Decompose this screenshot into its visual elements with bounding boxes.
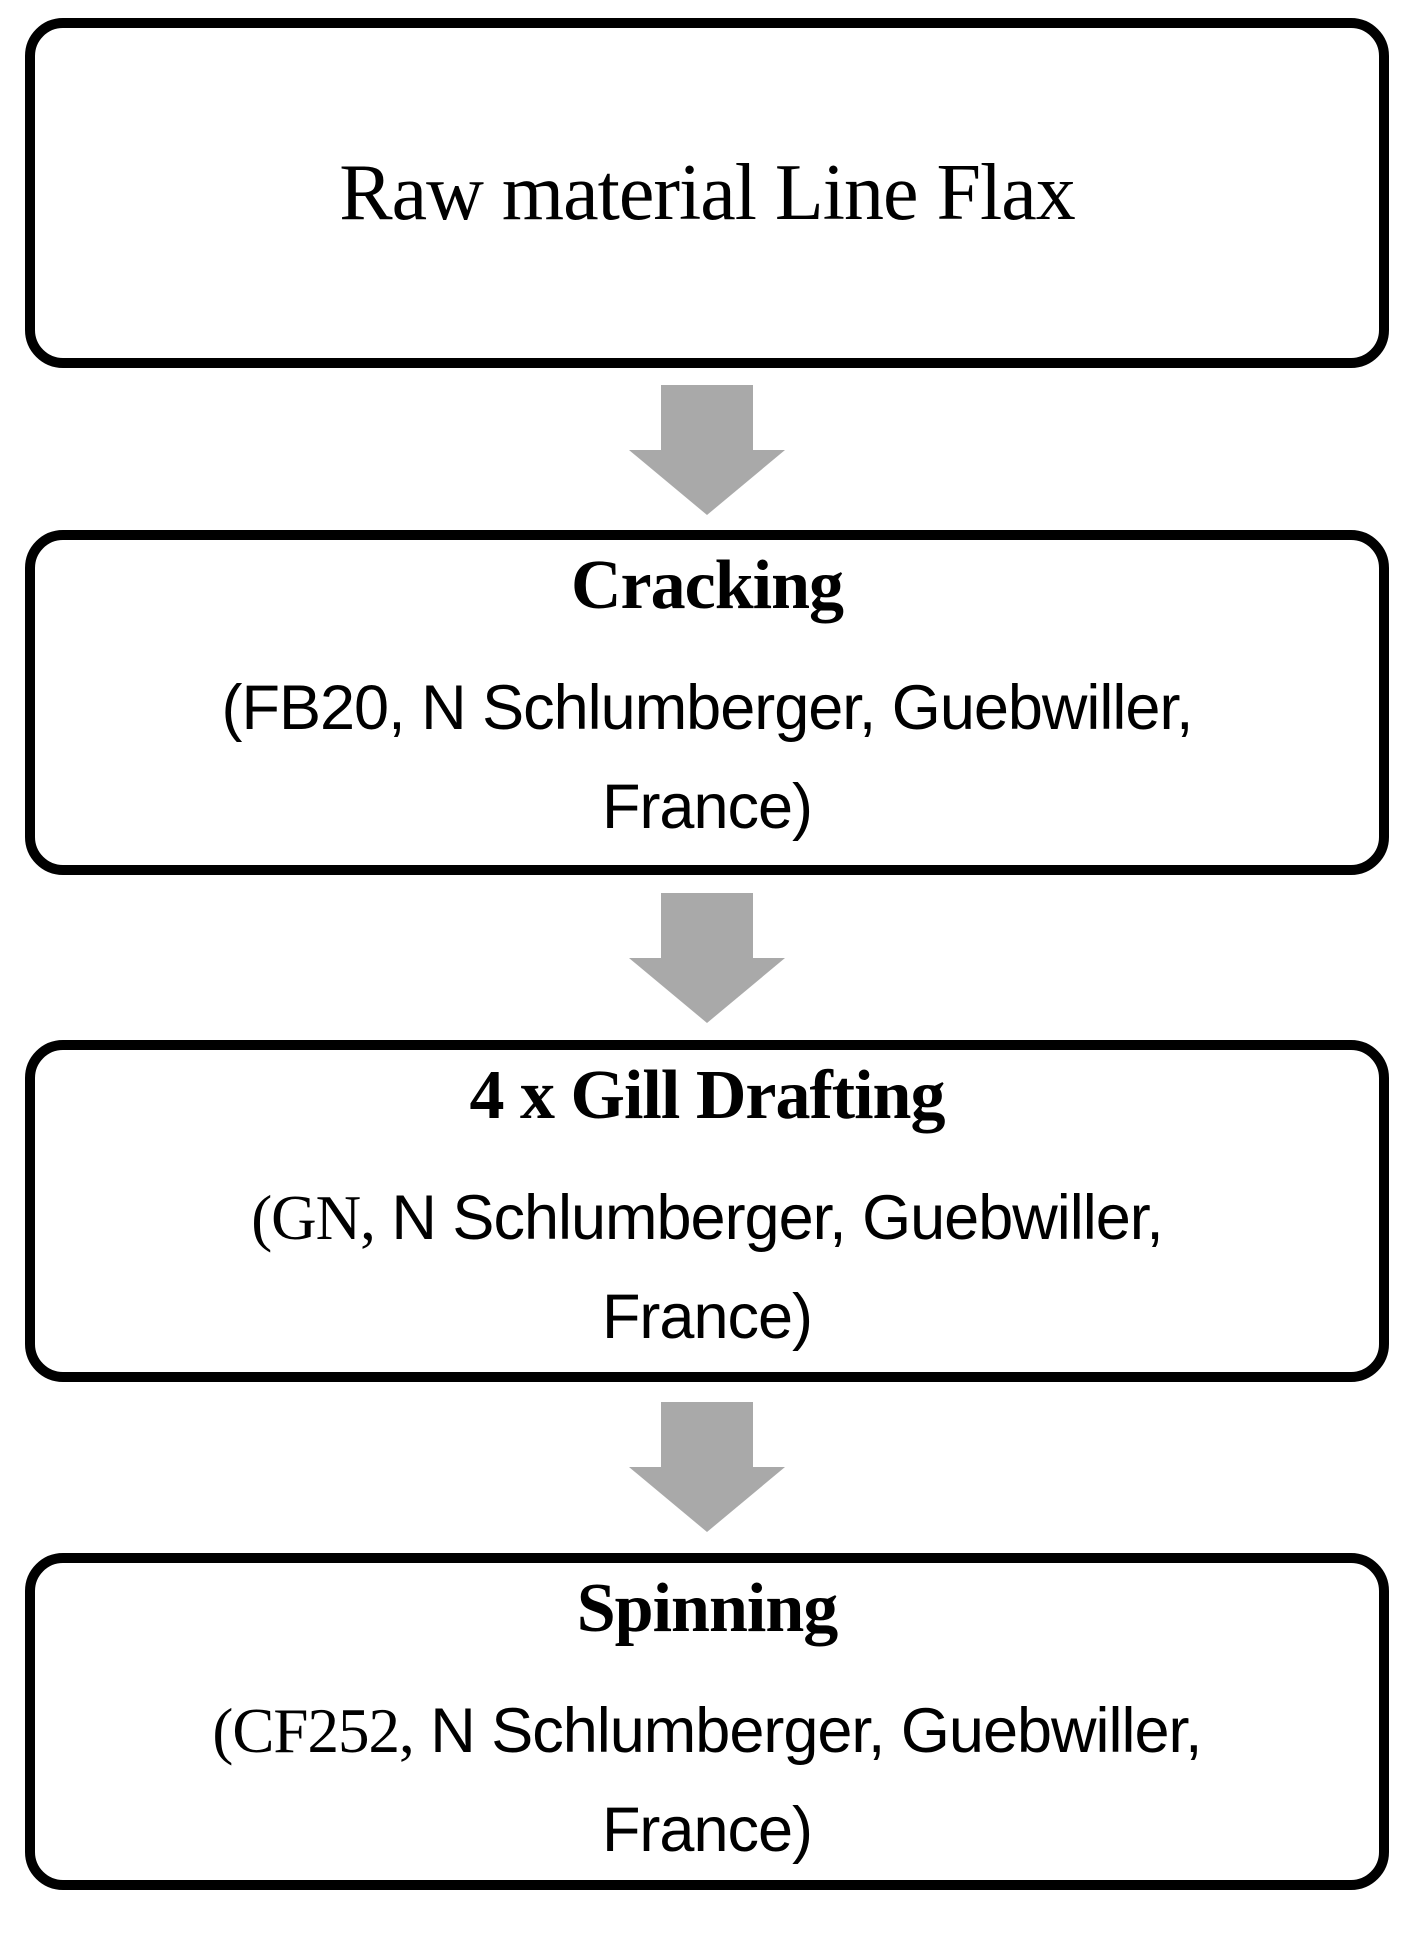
box-subtitle-line-1: (GN, N Schlumberger, Guebwiller,: [251, 1169, 1164, 1269]
arrow-stem: [661, 1402, 753, 1467]
arrow-head: [629, 958, 785, 1023]
box-title: Cracking: [571, 547, 844, 624]
machine-maker: N Schlumberger, Guebwiller,: [374, 1182, 1163, 1253]
down-arrow-icon: [0, 1402, 1414, 1532]
machine-code: (GN,: [251, 1182, 376, 1253]
arrow-head: [629, 1467, 785, 1532]
down-arrow-icon: [0, 893, 1414, 1023]
process-flow: Raw material Line Flax Cracking (FB20, N…: [0, 18, 1414, 1890]
box-subtitle: (FB20, N Schlumberger, Guebwiller, Franc…: [221, 659, 1194, 858]
arrow-head: [629, 450, 785, 515]
flow-box-cracking: Cracking (FB20, N Schlumberger, Guebwill…: [25, 530, 1389, 875]
box-subtitle-line-2: France): [601, 1282, 813, 1353]
box-subtitle: (CF252, N Schlumberger, Guebwiller, Fran…: [212, 1682, 1202, 1881]
machine-maker: N Schlumberger, Guebwiller,: [413, 1695, 1202, 1766]
box-title: Raw material Line Flax: [339, 149, 1076, 237]
flow-box-gill-drafting: 4 x Gill Drafting (GN, N Schlumberger, G…: [25, 1040, 1389, 1382]
box-subtitle-line-1: (CF252, N Schlumberger, Guebwiller,: [212, 1682, 1202, 1782]
box-subtitle-line-2: France): [601, 772, 813, 843]
flow-box-raw-material: Raw material Line Flax: [25, 18, 1389, 368]
machine-code: (CF252,: [212, 1695, 414, 1766]
machine-maker: N Schlumberger, Guebwiller,: [404, 672, 1193, 743]
box-title: 4 x Gill Drafting: [469, 1057, 946, 1134]
machine-code: (FB20,: [221, 672, 406, 743]
box-subtitle-line-2: France): [601, 1795, 813, 1866]
box-subtitle: (GN, N Schlumberger, Guebwiller, France): [251, 1169, 1164, 1368]
flow-box-spinning: Spinning (CF252, N Schlumberger, Guebwil…: [25, 1553, 1389, 1890]
box-subtitle-line-1: (FB20, N Schlumberger, Guebwiller,: [221, 659, 1194, 759]
down-arrow-icon: [0, 385, 1414, 515]
box-title: Spinning: [576, 1570, 839, 1647]
arrow-stem: [661, 385, 753, 450]
arrow-stem: [661, 893, 753, 958]
